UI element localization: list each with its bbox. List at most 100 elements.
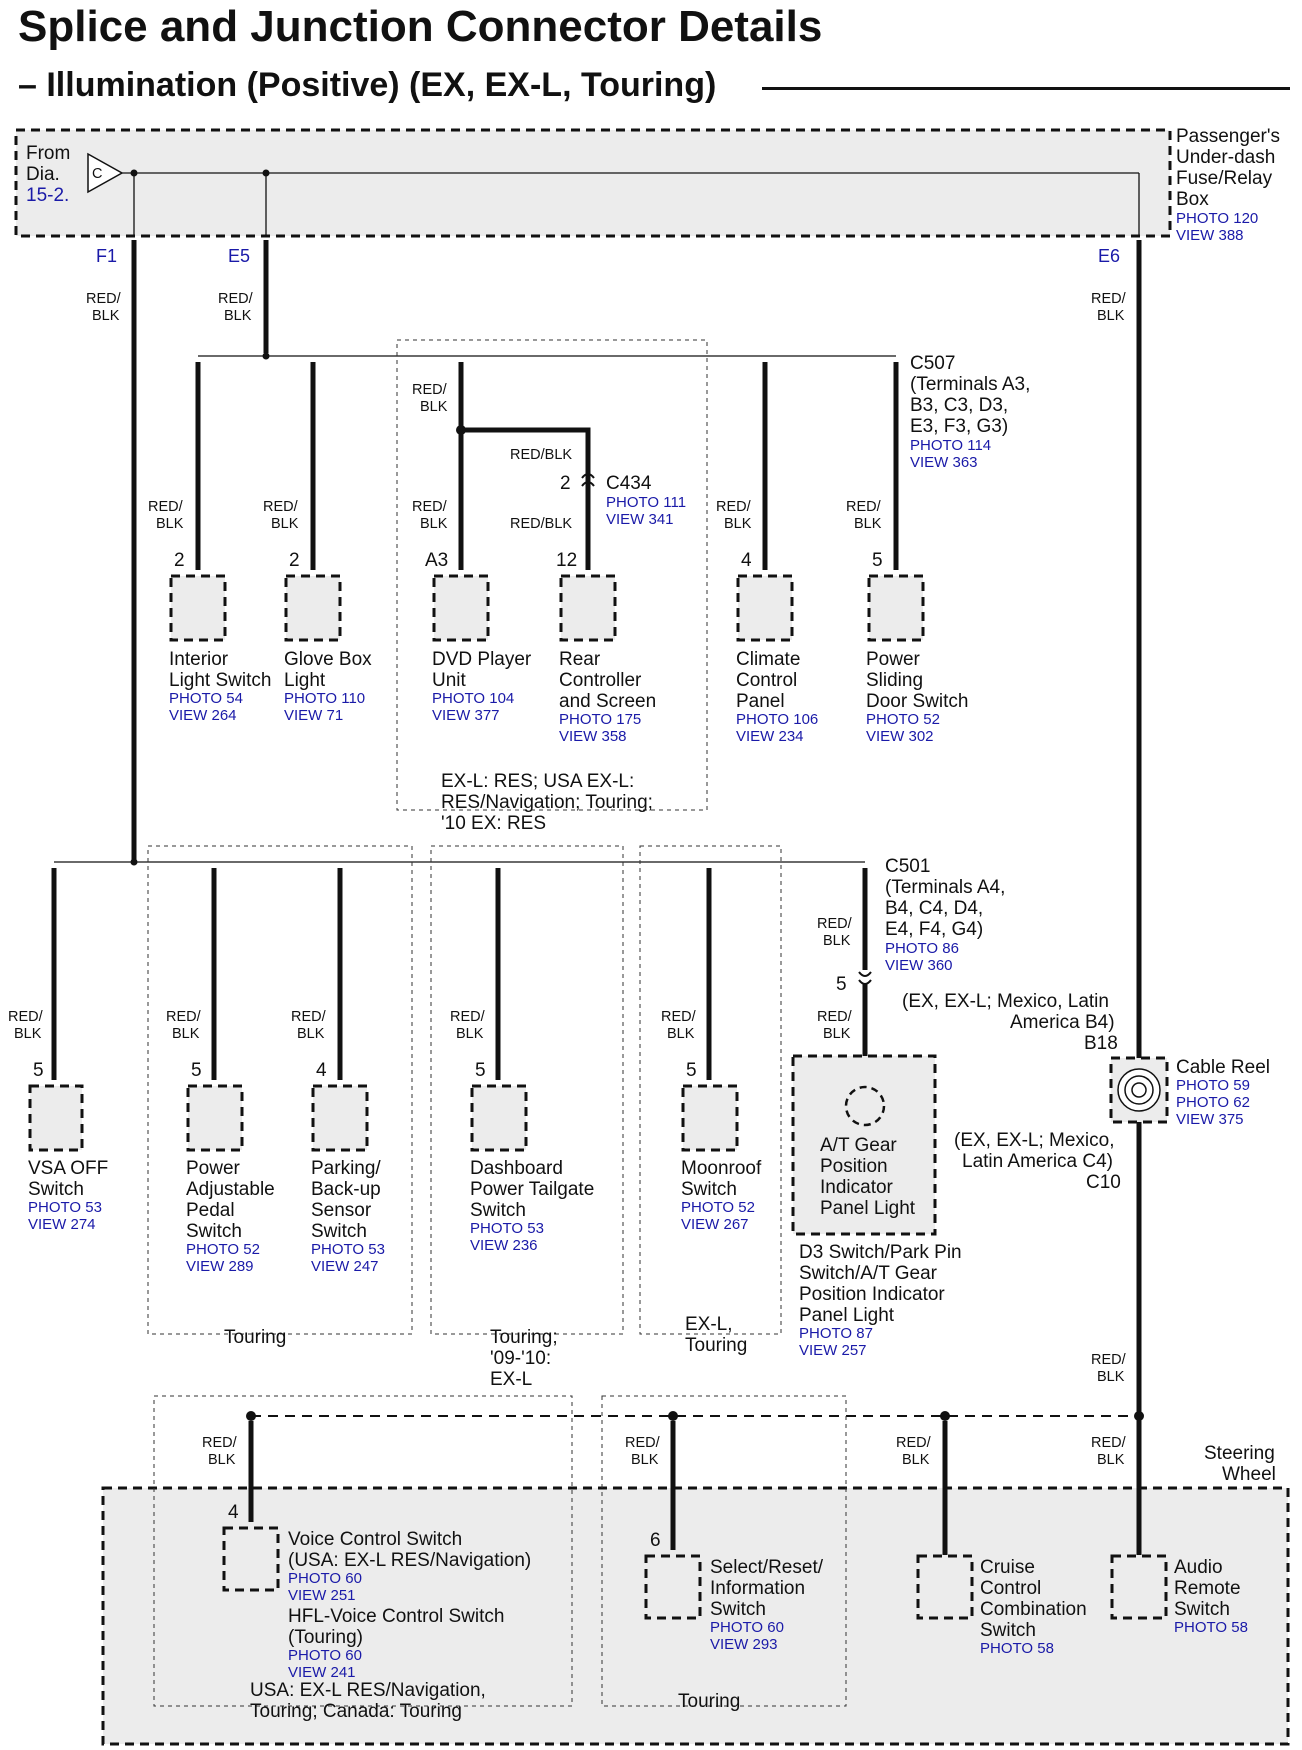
- component-dashboard-tailgate-switch[interactable]: Dashboard Power Tailgate Switch PHOTO 53…: [470, 1158, 594, 1254]
- c507-photo[interactable]: PHOTO 114: [910, 437, 991, 454]
- svg-text:6: 6: [650, 1530, 661, 1551]
- component-glove-box-light[interactable]: Glove Box Light PHOTO 110 VIEW 71: [284, 649, 372, 724]
- svg-text:VIEW 71: VIEW 71: [284, 707, 343, 724]
- component-audio-remote-switch[interactable]: Audio Remote Switch PHOTO 58: [1174, 1557, 1248, 1636]
- svg-text:2: 2: [289, 550, 300, 571]
- c507-label-4: E3, F3, G3): [910, 416, 1008, 437]
- steering-nodes: [246, 1411, 1144, 1421]
- svg-text:Switch: Switch: [186, 1221, 242, 1242]
- c434-connector-icon: [581, 473, 595, 487]
- svg-text:Touring; Canada: Touring: Touring; Canada: Touring: [250, 1701, 462, 1722]
- fuse-box-outline: [14, 128, 1172, 238]
- fuse-name-4: Box: [1176, 189, 1209, 210]
- svg-text:Control: Control: [980, 1578, 1041, 1599]
- svg-text:Panel Light: Panel Light: [799, 1305, 895, 1326]
- svg-text:Touring: Touring: [685, 1335, 747, 1356]
- exl-touring-option-box: [639, 845, 782, 1335]
- svg-text:Sliding: Sliding: [866, 670, 923, 691]
- component-cable-reel[interactable]: Cable Reel PHOTO 59 PHOTO 62 VIEW 375: [1176, 1057, 1270, 1128]
- svg-text:RED/: RED/: [846, 499, 882, 515]
- svg-text:RED/: RED/: [896, 1435, 932, 1451]
- svg-text:EX-L: EX-L: [490, 1369, 532, 1390]
- subtitle-rule: [762, 87, 1290, 90]
- svg-text:(USA: EX-L RES/Navigation): (USA: EX-L RES/Navigation): [288, 1550, 531, 1571]
- svg-text:Switch/A/T Gear: Switch/A/T Gear: [799, 1263, 938, 1284]
- c507-view[interactable]: VIEW 363: [910, 454, 978, 471]
- svg-text:Position: Position: [820, 1156, 888, 1177]
- usa-canada-option-box: [153, 1395, 573, 1707]
- component-parking-sensor-switch[interactable]: Parking/ Back-up Sensor Switch PHOTO 53 …: [311, 1158, 385, 1275]
- svg-text:PHOTO 60: PHOTO 60: [710, 1619, 784, 1636]
- svg-text:5: 5: [191, 1060, 202, 1081]
- component-voice-control-switch[interactable]: Voice Control Switch (USA: EX-L RES/Navi…: [288, 1529, 531, 1681]
- component-moonroof-switch[interactable]: Moonroof Switch PHOTO 52 VIEW 267: [681, 1158, 762, 1233]
- component-gear-indicator-light[interactable]: A/T Gear Position Indicator Panel Light: [820, 1135, 916, 1219]
- svg-text:'09-'10:: '09-'10:: [490, 1348, 551, 1369]
- component-interior-light-switch[interactable]: Interior Light Switch PHOTO 54 VIEW 264: [169, 649, 271, 724]
- svg-text:Light Switch: Light Switch: [169, 670, 271, 691]
- c501-pin: 5: [836, 974, 847, 995]
- svg-text:VIEW 264: VIEW 264: [169, 707, 237, 724]
- component-vsa-off-switch[interactable]: VSA OFF Switch PHOTO 53 VIEW 274: [28, 1158, 108, 1233]
- svg-text:BLK: BLK: [271, 516, 299, 532]
- steering-wheel-panel: [103, 1488, 1288, 1744]
- upper-component-boxes: [169, 574, 925, 642]
- component-cruise-control-switch[interactable]: Cruise Control Combination Switch PHOTO …: [980, 1557, 1087, 1657]
- res-option-box: [396, 339, 708, 811]
- svg-text:RES/Navigation; Touring;: RES/Navigation; Touring;: [441, 792, 653, 813]
- svg-text:Touring: Touring: [678, 1691, 740, 1712]
- svg-text:PHOTO 59: PHOTO 59: [1176, 1077, 1250, 1094]
- svg-text:PHOTO 52: PHOTO 52: [681, 1199, 755, 1216]
- fuse-bus-node: [130, 169, 138, 177]
- svg-text:Steering: Steering: [1204, 1443, 1275, 1464]
- svg-text:VIEW 267: VIEW 267: [681, 1216, 749, 1233]
- fuse-from-ref[interactable]: 15-2.: [26, 185, 69, 206]
- middle-option-notes: Touring Touring; '09-'10: EX-L EX-L, Tou…: [224, 1314, 747, 1390]
- svg-text:RED/BLK: RED/BLK: [510, 516, 572, 532]
- component-climate-control-panel[interactable]: Climate Control Panel PHOTO 106 VIEW 234: [736, 649, 818, 745]
- svg-text:A3: A3: [425, 550, 448, 571]
- component-dvd-player-unit[interactable]: DVD Player Unit PHOTO 104 VIEW 377: [432, 649, 532, 724]
- svg-text:Audio: Audio: [1174, 1557, 1223, 1578]
- svg-text:Switch: Switch: [311, 1221, 367, 1242]
- svg-text:PHOTO 106: PHOTO 106: [736, 711, 818, 728]
- fuse-bus-node: [262, 169, 270, 177]
- svg-text:4: 4: [228, 1502, 239, 1523]
- c434-view[interactable]: VIEW 341: [606, 511, 674, 528]
- svg-text:Indicator: Indicator: [820, 1177, 894, 1198]
- svg-text:RED/: RED/: [202, 1435, 238, 1451]
- fuse-name-2: Under-dash: [1176, 147, 1275, 168]
- svg-text:PHOTO 110: PHOTO 110: [284, 690, 365, 707]
- component-power-sliding-door-switch[interactable]: Power Sliding Door Switch PHOTO 52 VIEW …: [866, 649, 968, 745]
- svg-text:PHOTO 53: PHOTO 53: [470, 1220, 544, 1237]
- c434-photo[interactable]: PHOTO 111: [606, 494, 686, 511]
- svg-text:5: 5: [872, 550, 883, 571]
- upper-drops: [195, 362, 899, 570]
- component-power-adjustable-pedal-switch[interactable]: Power Adjustable Pedal Switch PHOTO 52 V…: [186, 1158, 275, 1275]
- svg-text:RED/: RED/: [817, 916, 853, 932]
- svg-text:PHOTO 60: PHOTO 60: [288, 1570, 362, 1587]
- c501-connector-icon: [858, 971, 872, 985]
- terminal-f1: F1: [96, 246, 117, 266]
- fuse-box-panel: [16, 130, 1170, 236]
- svg-text:BLK: BLK: [208, 1452, 236, 1468]
- c507-label-1: C507: [910, 353, 955, 374]
- component-select-reset-info-switch[interactable]: Select/Reset/ Information Switch PHOTO 6…: [710, 1557, 824, 1653]
- svg-text:2: 2: [174, 550, 185, 571]
- svg-text:Switch: Switch: [28, 1179, 84, 1200]
- c501-view[interactable]: VIEW 360: [885, 957, 953, 974]
- middle-component-boxes: [28, 1084, 739, 1152]
- c501-splice-node: [130, 858, 138, 866]
- steering-component-boxes: [222, 1526, 1168, 1620]
- svg-text:BLK: BLK: [1097, 1452, 1125, 1468]
- svg-text:Control: Control: [736, 670, 797, 691]
- fuse-photo[interactable]: PHOTO 120: [1176, 210, 1258, 227]
- page-subtitle: – Illumination (Positive) (EX, EX-L, Tou…: [18, 66, 717, 104]
- c501-photo[interactable]: PHOTO 86: [885, 940, 959, 957]
- svg-text:(EX, EX-L; Mexico, Latin: (EX, EX-L; Mexico, Latin: [902, 991, 1109, 1012]
- fuse-view[interactable]: VIEW 388: [1176, 227, 1244, 244]
- component-rear-controller[interactable]: Rear Controller and Screen PHOTO 175 VIE…: [559, 649, 656, 745]
- svg-text:RED/: RED/: [661, 1009, 697, 1025]
- svg-text:PHOTO 53: PHOTO 53: [311, 1241, 385, 1258]
